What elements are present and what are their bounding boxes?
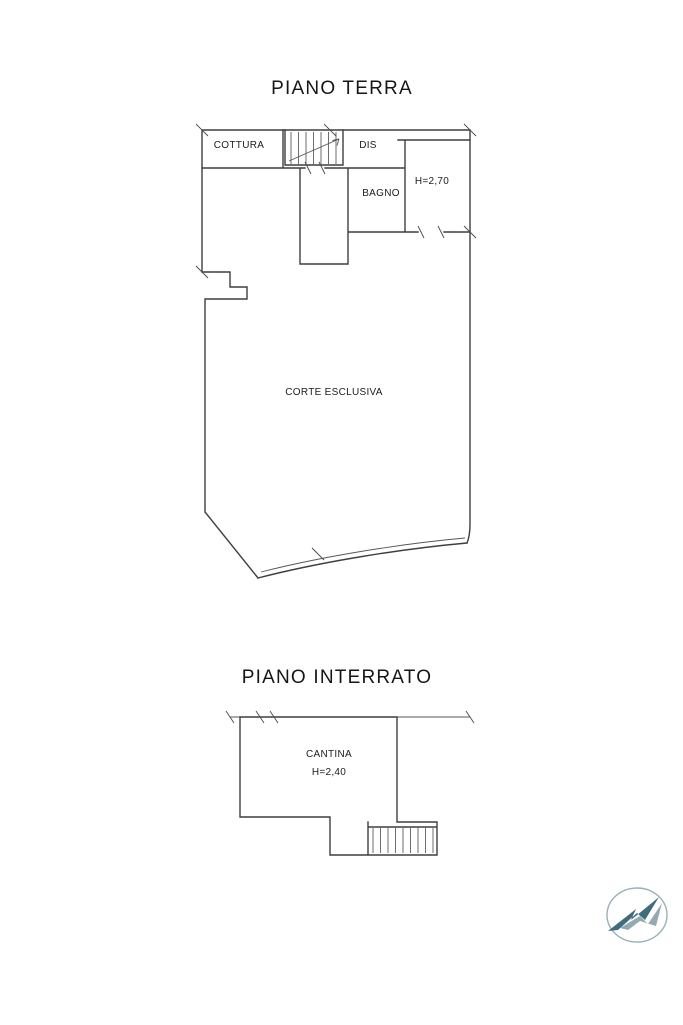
basement-plan xyxy=(225,710,475,856)
ground-floor-outer-walls xyxy=(201,129,471,579)
basement-walls xyxy=(239,716,438,856)
basement-stair-hatch xyxy=(372,828,434,853)
room-label-dis: DIS xyxy=(359,140,377,151)
ground-floor-ticks xyxy=(195,123,477,561)
ground-floor-title: PIANO TERRA xyxy=(271,78,413,99)
logo-bird-light xyxy=(620,903,662,930)
room-label-bagno: BAGNO xyxy=(362,188,400,199)
room-label-corte-esclusiva: CORTE ESCLUSIVA xyxy=(285,387,383,398)
room-label-height-270: H=2,70 xyxy=(414,176,450,187)
ground-floor-plan xyxy=(195,123,477,579)
room-label-height-240: H=2,40 xyxy=(311,767,347,778)
logo xyxy=(606,887,668,943)
basement-ticks xyxy=(225,710,475,724)
ground-floor-stair-hatch xyxy=(288,132,340,164)
logo-bird-dark xyxy=(608,897,659,931)
courtyard-curve-inner xyxy=(260,537,466,573)
room-label-cantina: CANTINA xyxy=(306,749,352,760)
room-label-cottura: COTTURA xyxy=(213,140,265,151)
logo-ring xyxy=(606,887,668,943)
stair-direction-arrow xyxy=(288,138,340,162)
courtyard-curve-outer xyxy=(257,542,468,579)
basement-title: PIANO INTERRATO xyxy=(241,667,433,688)
ground-floor-interior-walls xyxy=(201,129,471,265)
